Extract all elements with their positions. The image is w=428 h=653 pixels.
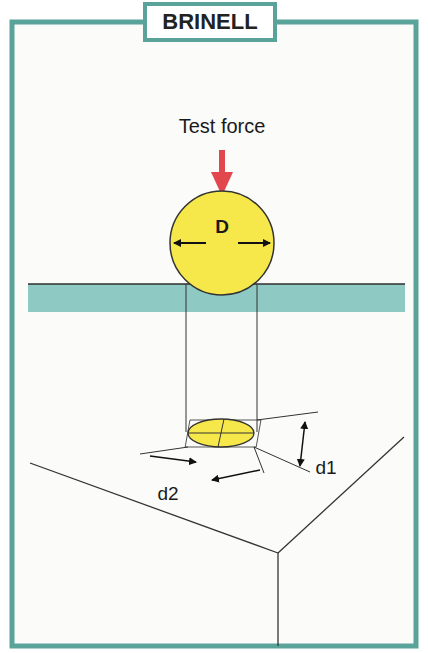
dimension-label: d2 — [157, 484, 178, 505]
title-tab: BRINELL — [143, 2, 277, 42]
dimension-label: d1 — [315, 458, 336, 479]
force-label: Test force — [179, 115, 266, 137]
diameter-label: D — [215, 217, 229, 238]
title-text: BRINELL — [162, 9, 257, 35]
